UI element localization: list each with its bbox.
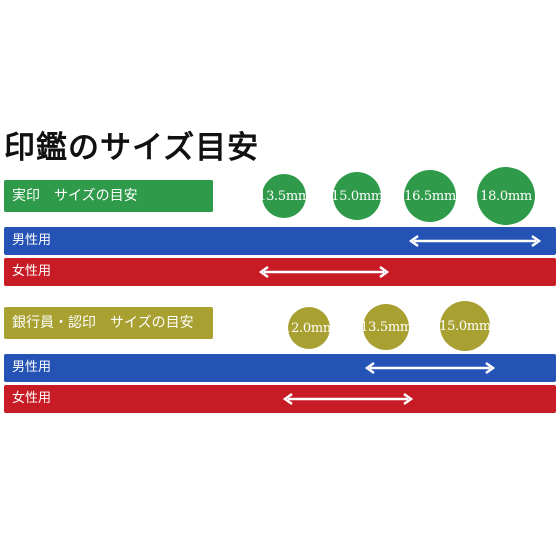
size-circle-16-5: 16.5mm [404, 170, 456, 222]
male-label: 男性用 [12, 233, 52, 248]
ginko-female-bar: 女性用 [4, 385, 556, 413]
female-label: 女性用 [12, 264, 52, 279]
double-arrow-icon [258, 265, 390, 279]
jitsuin-section-label: 実印 サイズの目安 [4, 180, 213, 212]
double-arrow-icon [282, 392, 414, 406]
ginko-male-bar: 男性用 [4, 354, 556, 382]
size-circle-13-5: 13.5mm [258, 174, 310, 218]
female-label: 女性用 [12, 391, 52, 406]
size-circle-15-0: 15.0mm [331, 172, 383, 220]
jitsuin-male-bar: 男性用 [4, 227, 556, 255]
ginko-section-label: 銀行員・認印 サイズの目安 [4, 307, 213, 339]
jitsuin-female-bar: 女性用 [4, 258, 556, 286]
size-circle-12-0: 12.0mm [283, 307, 335, 349]
page-title: 印鑑のサイズ目安 [4, 130, 260, 166]
double-arrow-icon [408, 234, 542, 248]
double-arrow-icon [364, 361, 496, 375]
size-circle-18-0: 18.0mm [477, 167, 535, 225]
size-circle-13-5: 13.5mm [360, 304, 412, 350]
size-circle-15-0: 15.0mm [439, 301, 491, 351]
male-label: 男性用 [12, 360, 52, 375]
